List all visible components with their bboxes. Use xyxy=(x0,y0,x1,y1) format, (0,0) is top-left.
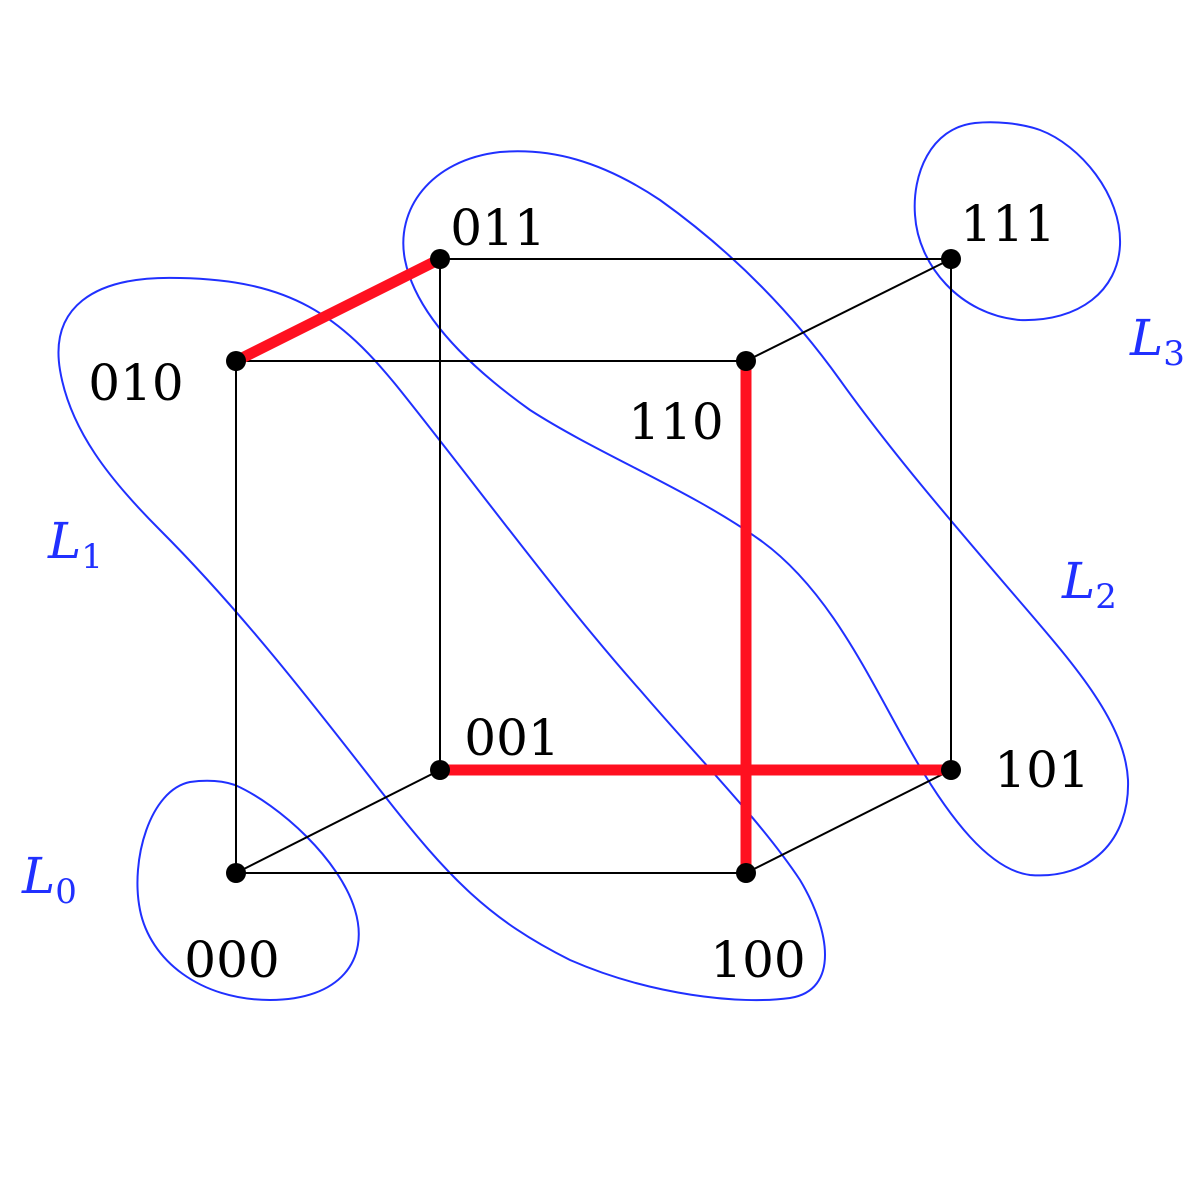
vertex-label-001: 001 xyxy=(464,709,559,767)
edge-100-101 xyxy=(745,769,952,874)
level-subscript: 0 xyxy=(55,872,77,912)
level-subscript: 3 xyxy=(1163,334,1185,374)
vertex-101 xyxy=(941,760,961,780)
highlighted-edge-010-011 xyxy=(233,254,443,366)
vertex-110 xyxy=(736,351,756,371)
level-label-0: L0 xyxy=(21,847,77,912)
vertex-label-011: 011 xyxy=(450,199,545,257)
vertex-111 xyxy=(941,249,961,269)
vertex-label-000: 000 xyxy=(184,931,279,989)
edge-110-111 xyxy=(745,258,952,362)
level-1-loop xyxy=(57,276,826,1002)
vertex-label-111: 111 xyxy=(960,195,1055,253)
vertex-010 xyxy=(226,351,246,371)
level-subscript: 2 xyxy=(1095,577,1117,617)
level-name: L xyxy=(21,847,55,905)
vertex-100 xyxy=(736,863,756,883)
vertex-label-110: 110 xyxy=(628,393,723,451)
edge-000-001 xyxy=(235,769,441,874)
vertex-label-100: 100 xyxy=(710,931,805,989)
level-2-loop xyxy=(402,150,1130,877)
level-subscript: 1 xyxy=(81,537,103,577)
vertex-011 xyxy=(430,249,450,269)
vertex-label-101: 101 xyxy=(994,741,1089,799)
vertex-001 xyxy=(430,760,450,780)
level-label-1: L1 xyxy=(47,512,103,577)
vertex-label-010: 010 xyxy=(88,354,183,412)
level-name: L xyxy=(1061,552,1095,610)
level-name: L xyxy=(1129,309,1163,367)
level-label-3: L3 xyxy=(1129,309,1185,374)
level-name: L xyxy=(47,512,81,570)
level-0-loop xyxy=(136,779,360,1002)
level-label-2: L2 xyxy=(1061,552,1117,617)
vertex-000 xyxy=(226,863,246,883)
level-3-loop xyxy=(913,121,1122,322)
